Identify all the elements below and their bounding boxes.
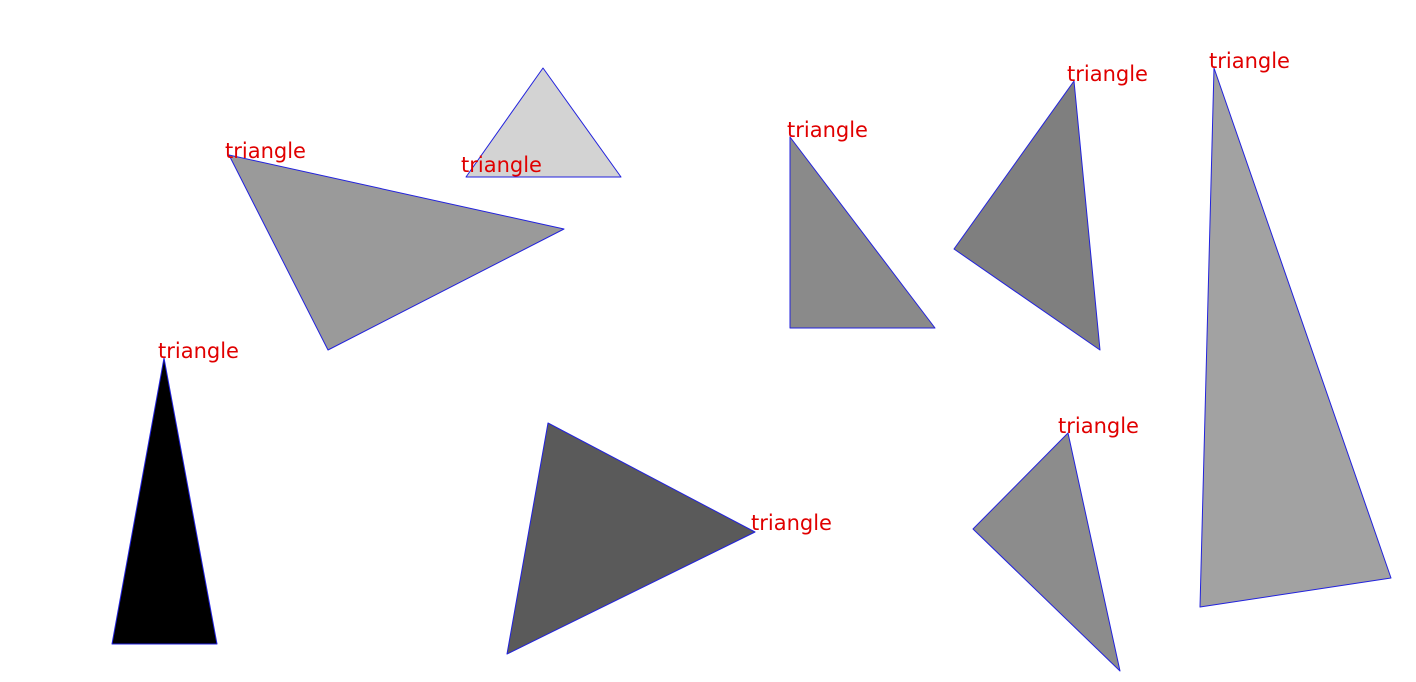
triangle-label: triangle (461, 153, 542, 177)
triangle-shape: triangle (787, 118, 936, 329)
triangle-label: triangle (1209, 49, 1290, 73)
triangle-polygon (111, 357, 218, 645)
triangle-label: triangle (1067, 62, 1148, 86)
triangle-polygon (789, 136, 936, 329)
triangle-shape: triangle (225, 139, 565, 351)
triangle-polygon (228, 154, 565, 351)
triangle-shape: triangle (972, 414, 1139, 672)
triangle-polygon (1199, 67, 1392, 608)
triangle-polygon (465, 67, 622, 178)
triangle-polygon (953, 80, 1101, 351)
triangle-label: triangle (225, 139, 306, 163)
triangle-shape: triangle (111, 339, 239, 645)
triangle-shape: triangle (953, 62, 1148, 351)
triangle-polygon (972, 432, 1121, 672)
triangle-label: triangle (158, 339, 239, 363)
triangle-label: triangle (787, 118, 868, 142)
triangle-shape: triangle (1199, 49, 1392, 608)
triangle-polygon (506, 422, 756, 655)
triangle-label: triangle (751, 511, 832, 535)
triangle-label: triangle (1058, 414, 1139, 438)
triangle-shape: triangle (461, 67, 622, 178)
triangle-shape: triangle (506, 422, 832, 655)
